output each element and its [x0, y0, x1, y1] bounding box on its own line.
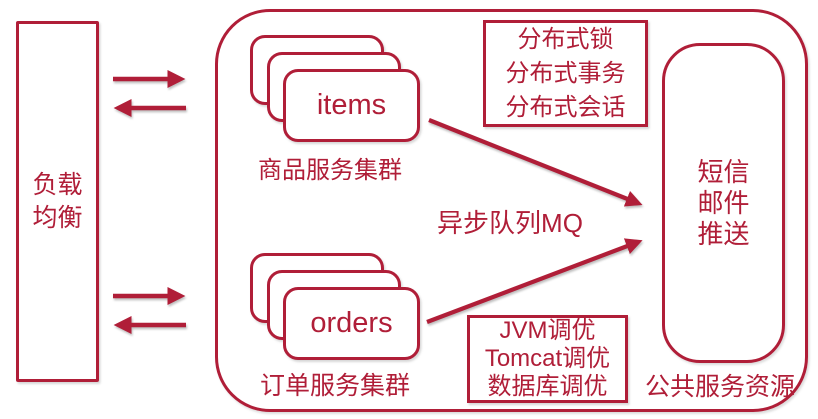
shared-line-push: 推送: [697, 218, 750, 249]
distributed-line-lock: 分布式锁: [517, 25, 614, 53]
items-card-label: items: [316, 89, 387, 121]
distributed-line-session: 分布式会话: [505, 93, 626, 121]
orders-cluster-caption: 订单服务集群: [259, 372, 410, 400]
items-cluster-caption: 商品服务集群: [258, 157, 402, 184]
load-balancer-label-line1: 负载: [32, 170, 83, 199]
tuning-line-jvm: JVM调优: [499, 317, 596, 344]
shared-services-caption: 公共服务资源: [644, 373, 795, 401]
items-card-front: items: [283, 69, 420, 142]
mq-label: 异步队列MQ: [437, 208, 583, 238]
load-balancer-box: 负载 均衡: [16, 21, 99, 382]
load-balancer-label-line2: 均衡: [32, 203, 83, 232]
tuning-note-box: JVM调优 Tomcat调优 数据库调优: [467, 315, 628, 403]
shared-line-email: 邮件: [697, 187, 750, 218]
services-container-box: [215, 9, 808, 412]
distributed-line-transaction: 分布式事务: [505, 59, 626, 87]
distributed-note-box: 分布式锁 分布式事务 分布式会话: [483, 20, 648, 127]
tuning-line-database: 数据库调优: [487, 373, 608, 400]
shared-line-sms: 短信: [697, 156, 750, 187]
orders-card-label: orders: [310, 307, 393, 339]
shared-services-box: 短信 邮件 推送: [662, 43, 785, 363]
tuning-line-tomcat: Tomcat调优: [484, 345, 611, 372]
orders-card-front: orders: [283, 287, 420, 360]
